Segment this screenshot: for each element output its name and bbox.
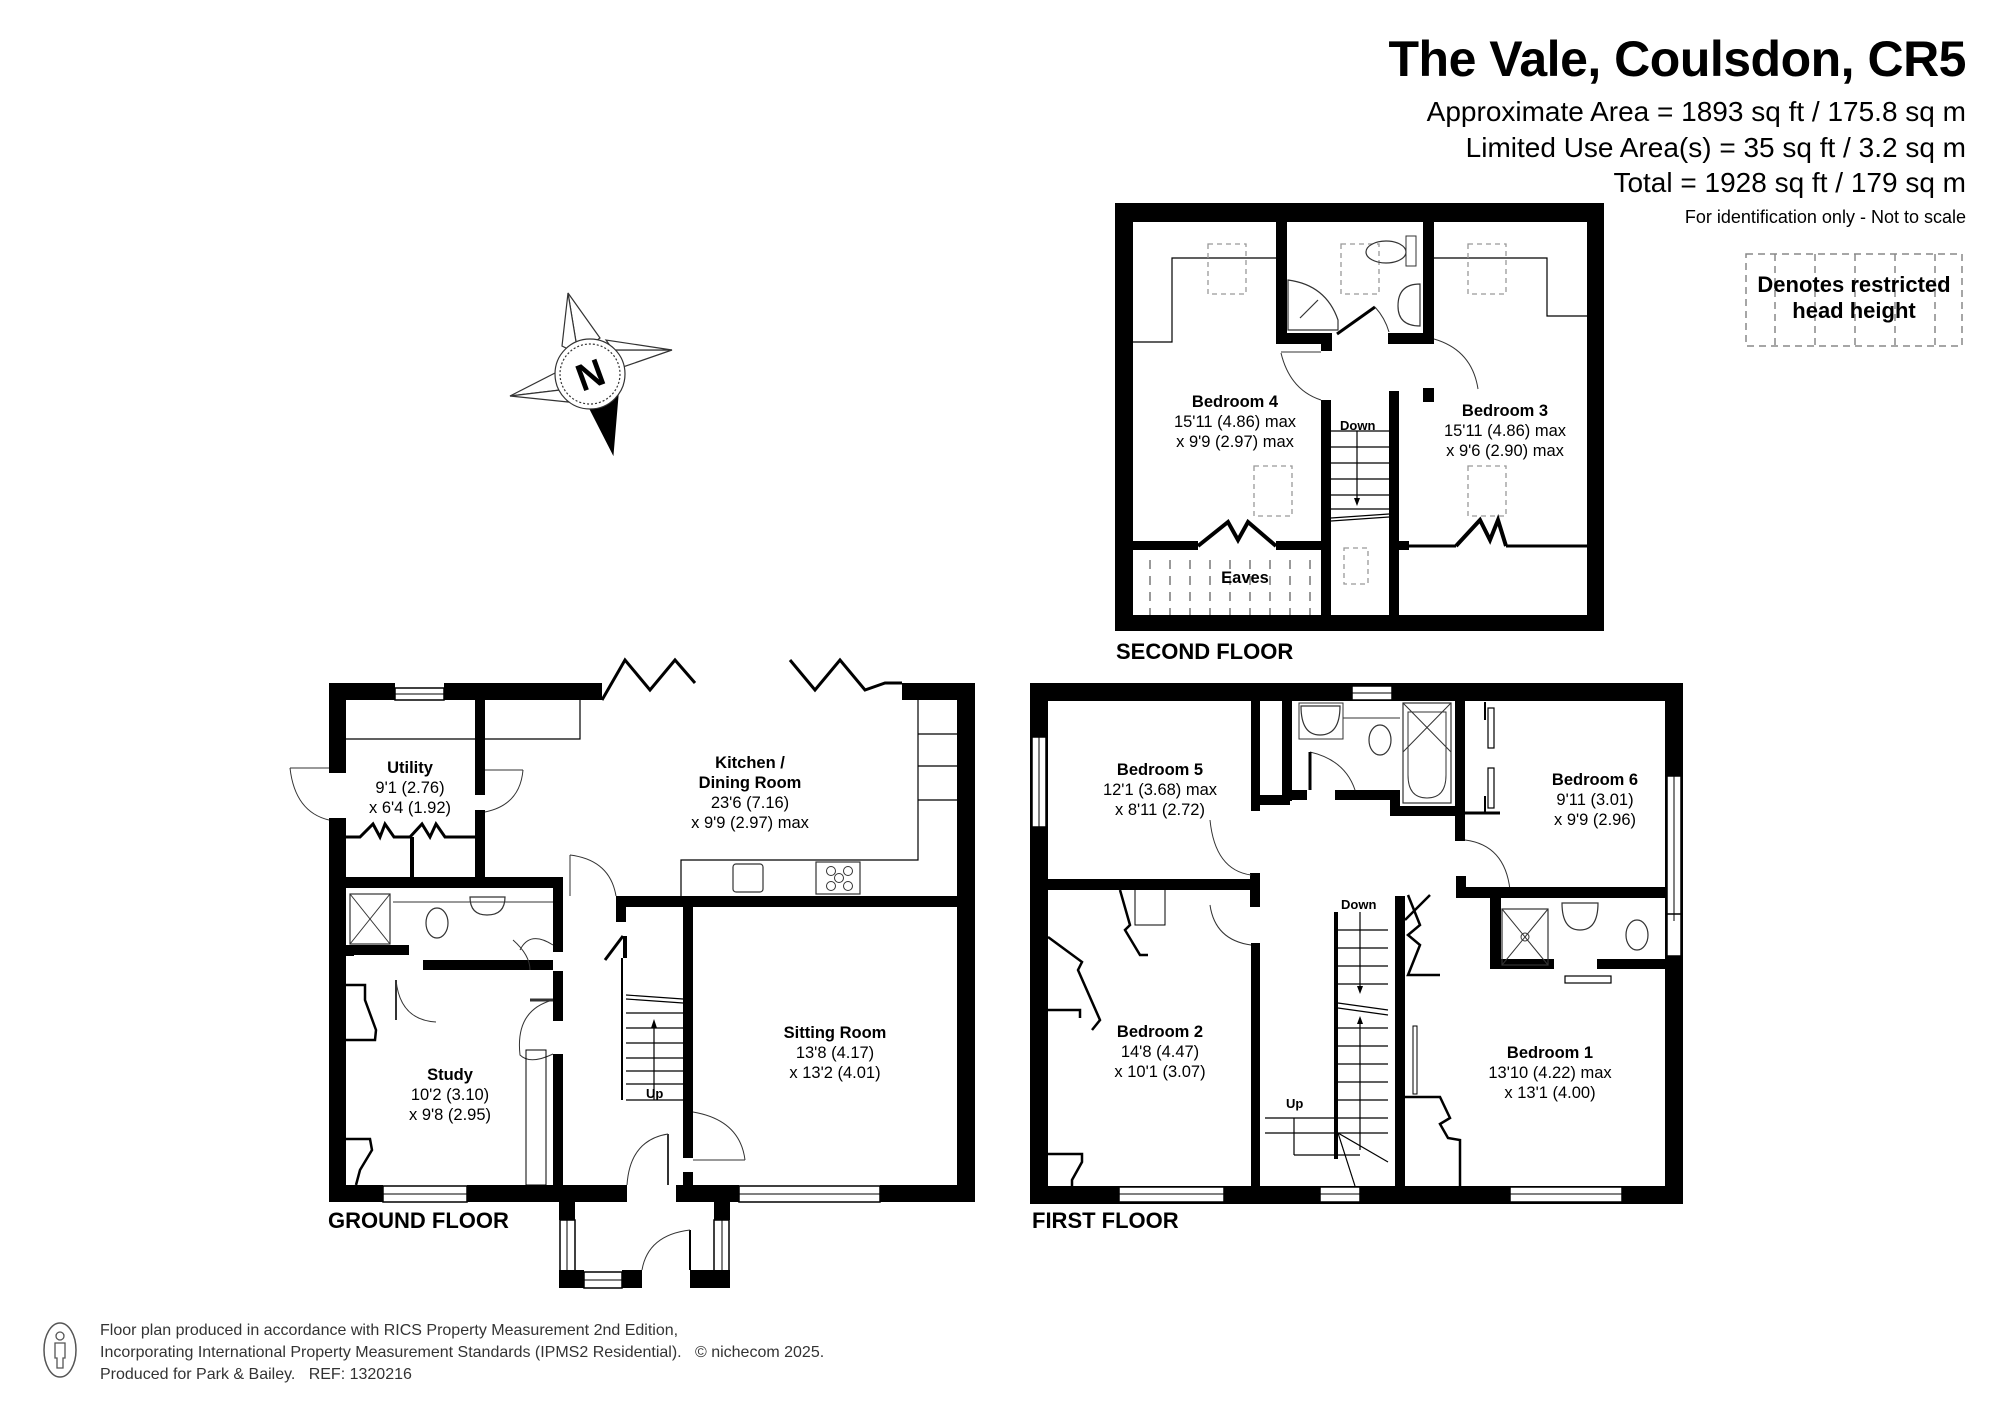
- room-study: Study 10'2 (3.10) x 9'8 (2.95): [408, 1066, 492, 1124]
- legend-line-2: head height: [1792, 298, 1916, 323]
- reference-number: REF: 1320216: [308, 1366, 412, 1383]
- second-floor-plan: [1115, 203, 1604, 631]
- first-floor-plan: [1030, 683, 1683, 1204]
- room-bedroom-6: Bedroom 6 9'11 (3.01) x 9'9 (2.96): [1551, 771, 1639, 829]
- room-eaves: Eaves: [1221, 569, 1269, 587]
- first-floor-label: FIRST FLOOR: [1032, 1208, 1179, 1233]
- property-title: The Vale, Coulsdon, CR5: [1388, 31, 1967, 87]
- stair-down-label-first: Down: [1341, 897, 1377, 912]
- room-bedroom-4: Bedroom 4 15'11 (4.86) max x 9'9 (2.97) …: [1173, 393, 1297, 451]
- copyright: © nichecom 2025.: [694, 1344, 825, 1361]
- room-utility: Utility 9'1 (2.76) x 6'4 (1.92): [368, 759, 452, 817]
- limited-use-area: Limited Use Area(s) = 35 sq ft / 3.2 sq …: [1465, 132, 1966, 163]
- room-bedroom-2: Bedroom 2 14'8 (4.47) x 10'1 (3.07): [1114, 1023, 1206, 1081]
- ground-floor-label: GROUND FLOOR: [328, 1208, 509, 1233]
- restricted-head-height-legend-icon: [1745, 253, 1963, 347]
- footer-line-2: Incorporating International Property Mea…: [100, 1344, 825, 1361]
- footer-notice: Floor plan produced in accordance with R…: [100, 1320, 824, 1386]
- stair-up-label-ground: Up: [646, 1086, 664, 1101]
- compass-north-icon: N: [509, 292, 673, 457]
- room-sitting-room: Sitting Room 13'8 (4.17) x 13'2 (4.01): [783, 1024, 887, 1082]
- scale-disclaimer: For identification only - Not to scale: [1684, 207, 1966, 227]
- room-bedroom-5: Bedroom 5 12'1 (3.68) max x 8'11 (2.72): [1102, 761, 1218, 819]
- legend-line-1: Denotes restricted: [1757, 272, 1951, 297]
- room-bedroom-1: Bedroom 1 13'10 (4.22) max x 13'1 (4.00): [1488, 1044, 1612, 1102]
- second-floor-label: SECOND FLOOR: [1116, 639, 1294, 664]
- stair-up-label-first: Up: [1286, 1096, 1304, 1111]
- approximate-area: Approximate Area = 1893 sq ft / 175.8 sq…: [1426, 96, 1966, 127]
- room-kitchen-dining: Kitchen / Dining Room 23'6 (7.16) x 9'9 …: [691, 754, 809, 832]
- stair-down-label-second: Down: [1340, 418, 1376, 433]
- room-bedroom-3: Bedroom 3 15'11 (4.86) max x 9'6 (2.90) …: [1443, 402, 1567, 460]
- footer-line-1: Floor plan produced in accordance with R…: [100, 1322, 679, 1339]
- ground-floor-plan: [289, 657, 975, 1289]
- legend-label: Denotes restricted head height: [1745, 272, 1963, 324]
- total-area: Total = 1928 sq ft / 179 sq m: [1613, 167, 1966, 198]
- person-info-icon: [43, 1322, 77, 1378]
- footer-line-3: Produced for Park & Bailey. REF: 1320216: [100, 1366, 412, 1383]
